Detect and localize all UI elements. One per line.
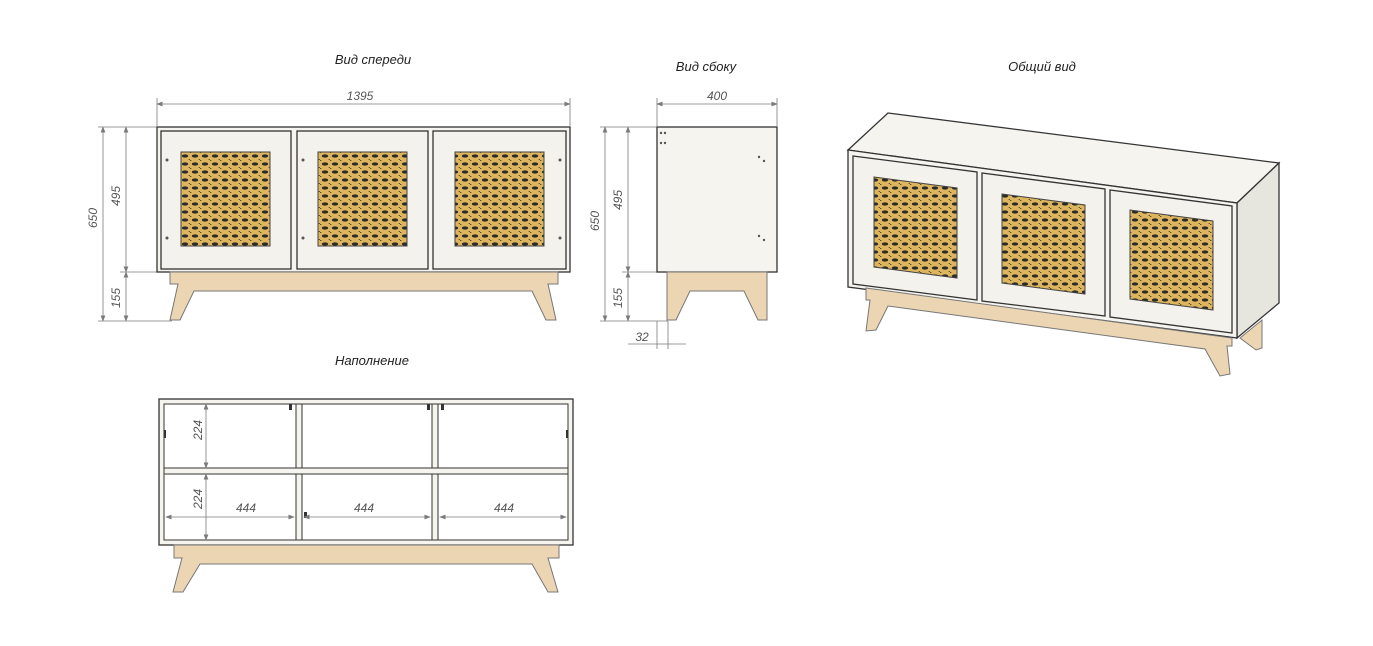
interior-shelf-top-label: 224 <box>191 420 205 441</box>
interior-shelf <box>163 467 569 475</box>
front-height-dimensions: 650 495 155 <box>86 126 172 322</box>
front-base-legs <box>169 271 559 321</box>
front-view-title: Вид спереди <box>335 52 411 67</box>
iso-back-leg <box>1239 318 1263 351</box>
iso-cane-right <box>1129 209 1214 311</box>
side-leg-offset-dimension: 32 <box>628 321 686 349</box>
side-carcass <box>656 126 778 273</box>
side-depth-dimension: 400 <box>656 89 778 126</box>
front-cane-panel-right <box>454 151 545 247</box>
iso-cane-middle <box>1001 193 1086 295</box>
interior-view-title: Наполнение <box>335 353 409 368</box>
side-view: Вид сбоку 400 650 495 155 32 <box>588 59 778 349</box>
front-cane-panel-middle <box>317 151 408 247</box>
side-depth-label: 400 <box>707 89 727 103</box>
iso-base-legs <box>865 287 1233 377</box>
interior-height-dimensions: 224 224 <box>191 403 209 541</box>
interior-view: Наполнение 224 224 444 <box>158 353 574 593</box>
side-base-legs <box>666 271 768 321</box>
side-body-height-label: 495 <box>611 190 625 210</box>
side-view-title: Вид сбоку <box>676 59 738 74</box>
front-total-height-label: 650 <box>86 208 100 228</box>
side-fittings <box>659 131 766 242</box>
interior-width-dimensions: 444 444 444 <box>165 501 567 520</box>
interior-section-width-right: 444 <box>494 501 514 515</box>
general-view: Общий вид <box>846 59 1281 377</box>
front-hinges <box>165 158 562 240</box>
front-cane-panel-left <box>180 151 271 247</box>
front-body-height-label: 495 <box>109 186 123 206</box>
front-view: Вид спереди 1395 650 495 155 <box>86 52 571 322</box>
iso-cane-left <box>873 176 958 279</box>
side-legs-height-label: 155 <box>611 288 625 308</box>
front-width-dimension: 1395 <box>156 89 571 126</box>
front-width-label: 1395 <box>347 89 374 103</box>
side-height-dimensions: 650 495 155 <box>588 126 668 322</box>
side-total-height-label: 650 <box>588 211 602 231</box>
front-legs-height-label: 155 <box>109 288 123 308</box>
general-view-title: Общий вид <box>1008 59 1076 74</box>
interior-section-width-middle: 444 <box>354 501 374 515</box>
side-leg-offset-label: 32 <box>635 330 649 344</box>
interior-section-width-left: 444 <box>236 501 256 515</box>
interior-shelf-bottom-label: 224 <box>191 489 205 510</box>
interior-base-legs <box>172 544 560 593</box>
